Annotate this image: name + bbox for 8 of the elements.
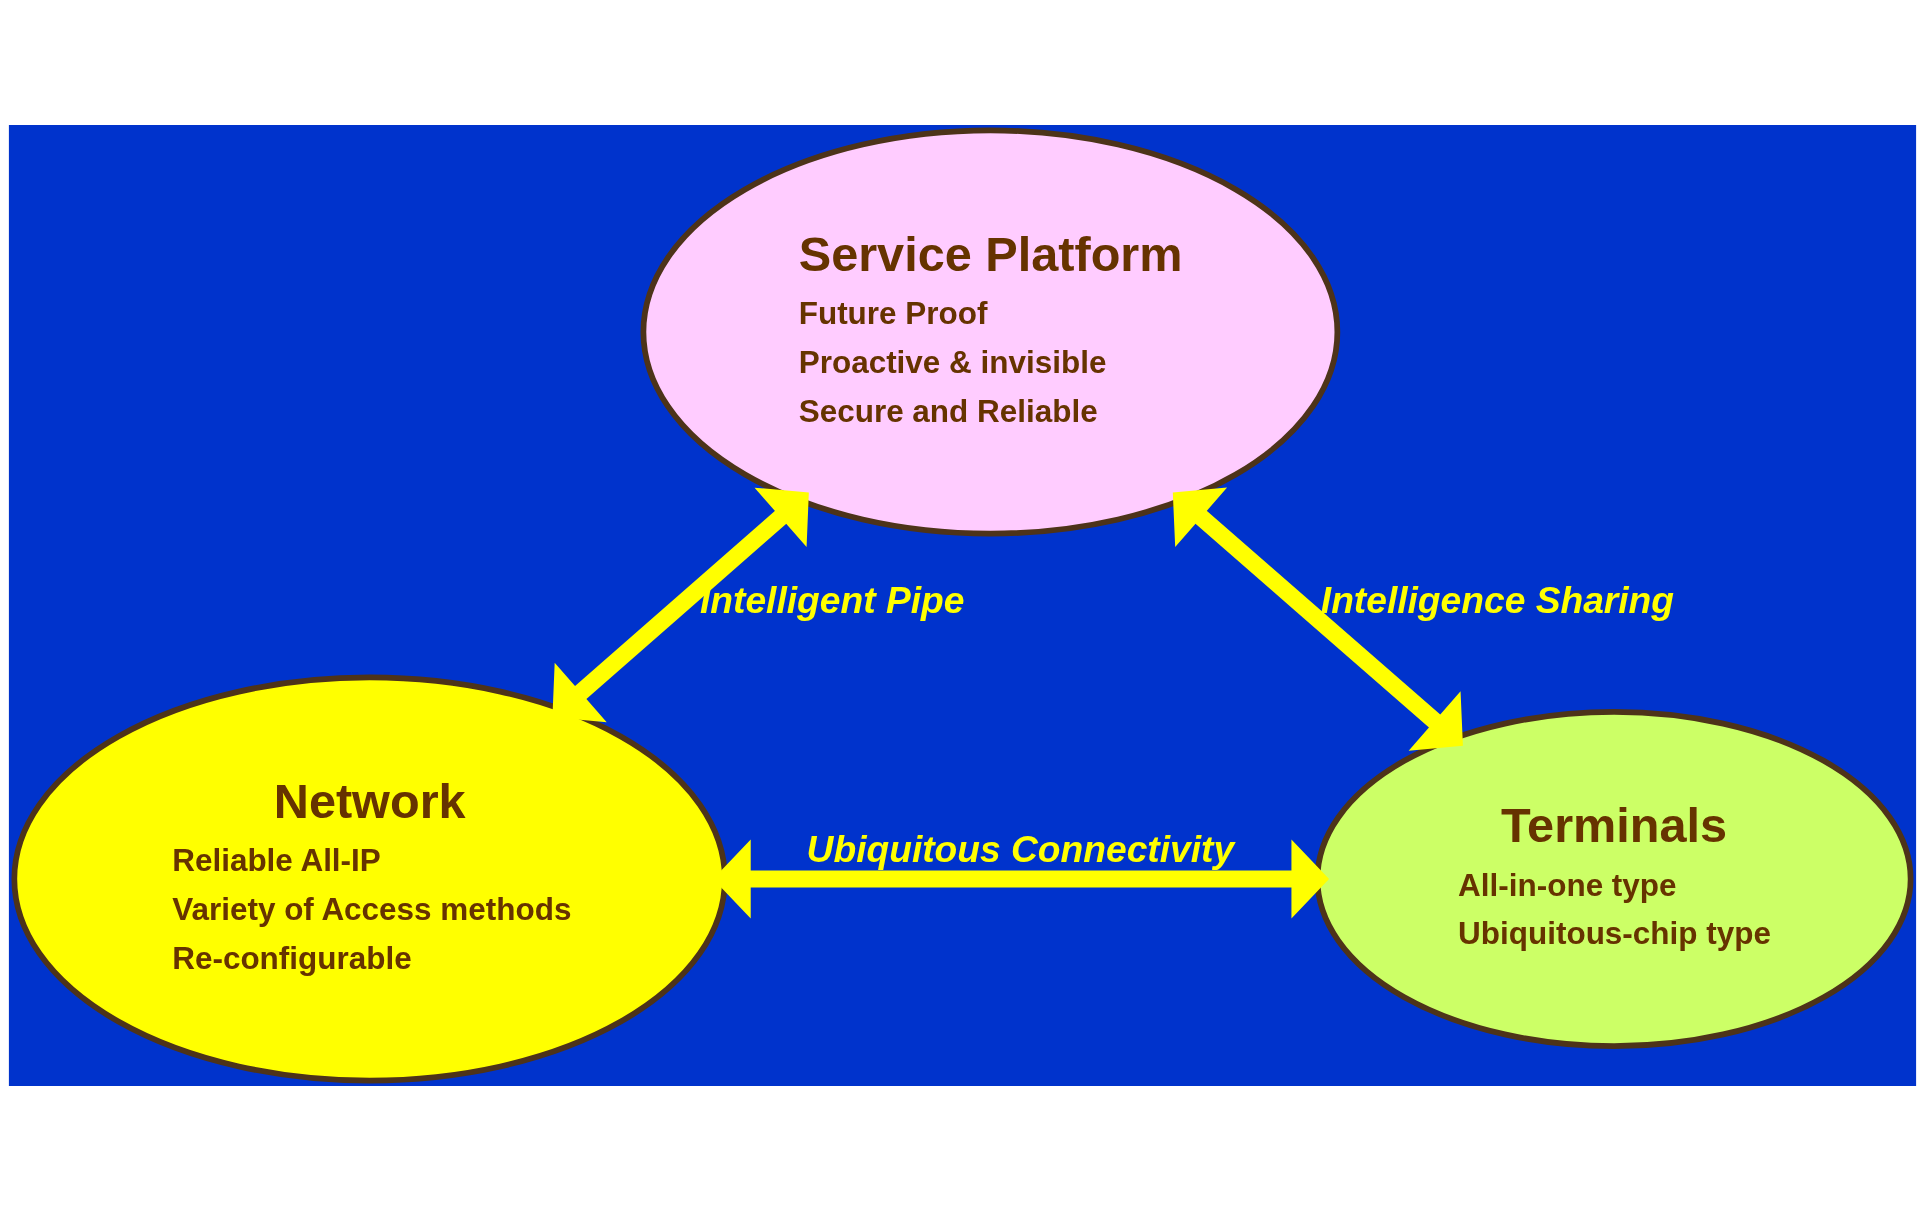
node-ellipse: Network Reliable All-IP Variety of Access methods Re-configurable — [11, 674, 728, 1083]
edge-label: Intelligent Pipe — [700, 578, 965, 621]
arrow — [1172, 487, 1463, 751]
node-ellipse: Terminals All-in-one type Ubiquitous-chip type — [1314, 708, 1914, 1049]
edge-label: Ubiquitous Connectivity — [806, 827, 1235, 870]
arrow — [552, 487, 809, 722]
edge-label: Intelligence Sharing — [1320, 578, 1675, 621]
node-ellipse: Service Platform Future Proof Proactive & invisible Secure and Reliable — [640, 127, 1341, 536]
